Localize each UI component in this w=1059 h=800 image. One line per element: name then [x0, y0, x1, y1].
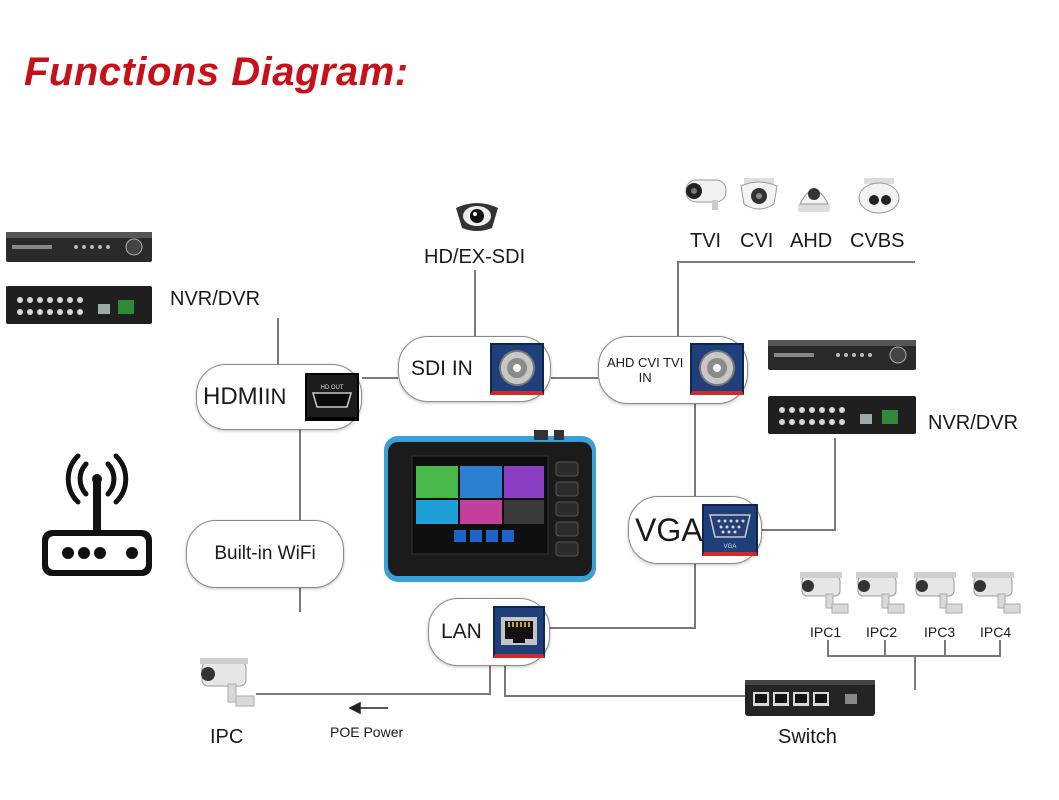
nvr-dvr-right-unit-bottom [768, 396, 916, 436]
bnc-analog-connector-icon [690, 343, 744, 395]
hdmi-label-suffix: IN [264, 384, 287, 409]
sdi-label: SDI IN [411, 357, 473, 380]
vga-connector-icon: VGA [702, 504, 758, 556]
hd-ex-sdi-label: HD/EX-SDI [424, 246, 526, 268]
ahd-cvi-tvi-label-line2: IN [638, 370, 652, 385]
ipc4-camera-icon [970, 570, 1022, 618]
ipc1-label: IPC1 [810, 624, 842, 640]
wifi-router-icon [38, 450, 156, 580]
network-switch-icon [745, 676, 875, 720]
ipc3-label: IPC3 [924, 624, 956, 640]
cvi-dome-camera-icon [738, 174, 780, 214]
cvbs-label: CVBS [850, 230, 905, 252]
nvr-dvr-left-unit-bottom [6, 286, 152, 326]
nvr-dvr-right-label: NVR/DVR [928, 412, 1019, 434]
ipc3-camera-icon [912, 570, 964, 618]
bnc-sdi-connector-icon [490, 343, 544, 395]
nvr-dvr-right-unit-top [768, 338, 916, 372]
hdmi-connector-text: HD OUT [321, 385, 344, 391]
ipc-tester-device [384, 426, 596, 588]
lan-label: LAN [441, 620, 482, 643]
ipc1-camera-icon [798, 570, 850, 618]
poe-power-label: POE Power [330, 724, 404, 740]
nvr-dvr-left-label: NVR/DVR [170, 288, 261, 310]
ipc2-camera-icon [854, 570, 906, 618]
rj45-connector-icon [493, 606, 545, 658]
tvi-label: TVI [690, 230, 722, 252]
cvbs-turret-camera-icon [856, 176, 902, 216]
cvi-label: CVI [740, 230, 774, 252]
ahd-dome-camera-icon [794, 176, 834, 216]
built-in-wifi-module: Built-in WiFi [186, 520, 344, 588]
ipc2-label: IPC2 [866, 624, 898, 640]
ipc-poe-camera-icon [196, 654, 258, 712]
switch-label: Switch [778, 726, 837, 748]
ipc-label: IPC [210, 726, 244, 748]
vga-connector-text: VGA [724, 544, 737, 550]
diagram-title: Functions Diagram: [24, 50, 409, 94]
vga-label: VGA [635, 511, 703, 548]
hdmi-connector-icon: HD OUT [305, 373, 359, 421]
sdi-dome-camera-icon [452, 198, 502, 234]
ahd-cvi-tvi-label-line1: AHD CVI TVI [607, 355, 684, 370]
ahd-label: AHD [790, 230, 833, 252]
wifi-label: Built-in WiFi [214, 543, 316, 564]
ipc4-label: IPC4 [980, 624, 1012, 640]
tvi-bullet-camera-icon [682, 172, 730, 212]
nvr-dvr-left-unit-top [6, 230, 152, 264]
hdmi-label-prefix: HDMI [203, 383, 265, 410]
